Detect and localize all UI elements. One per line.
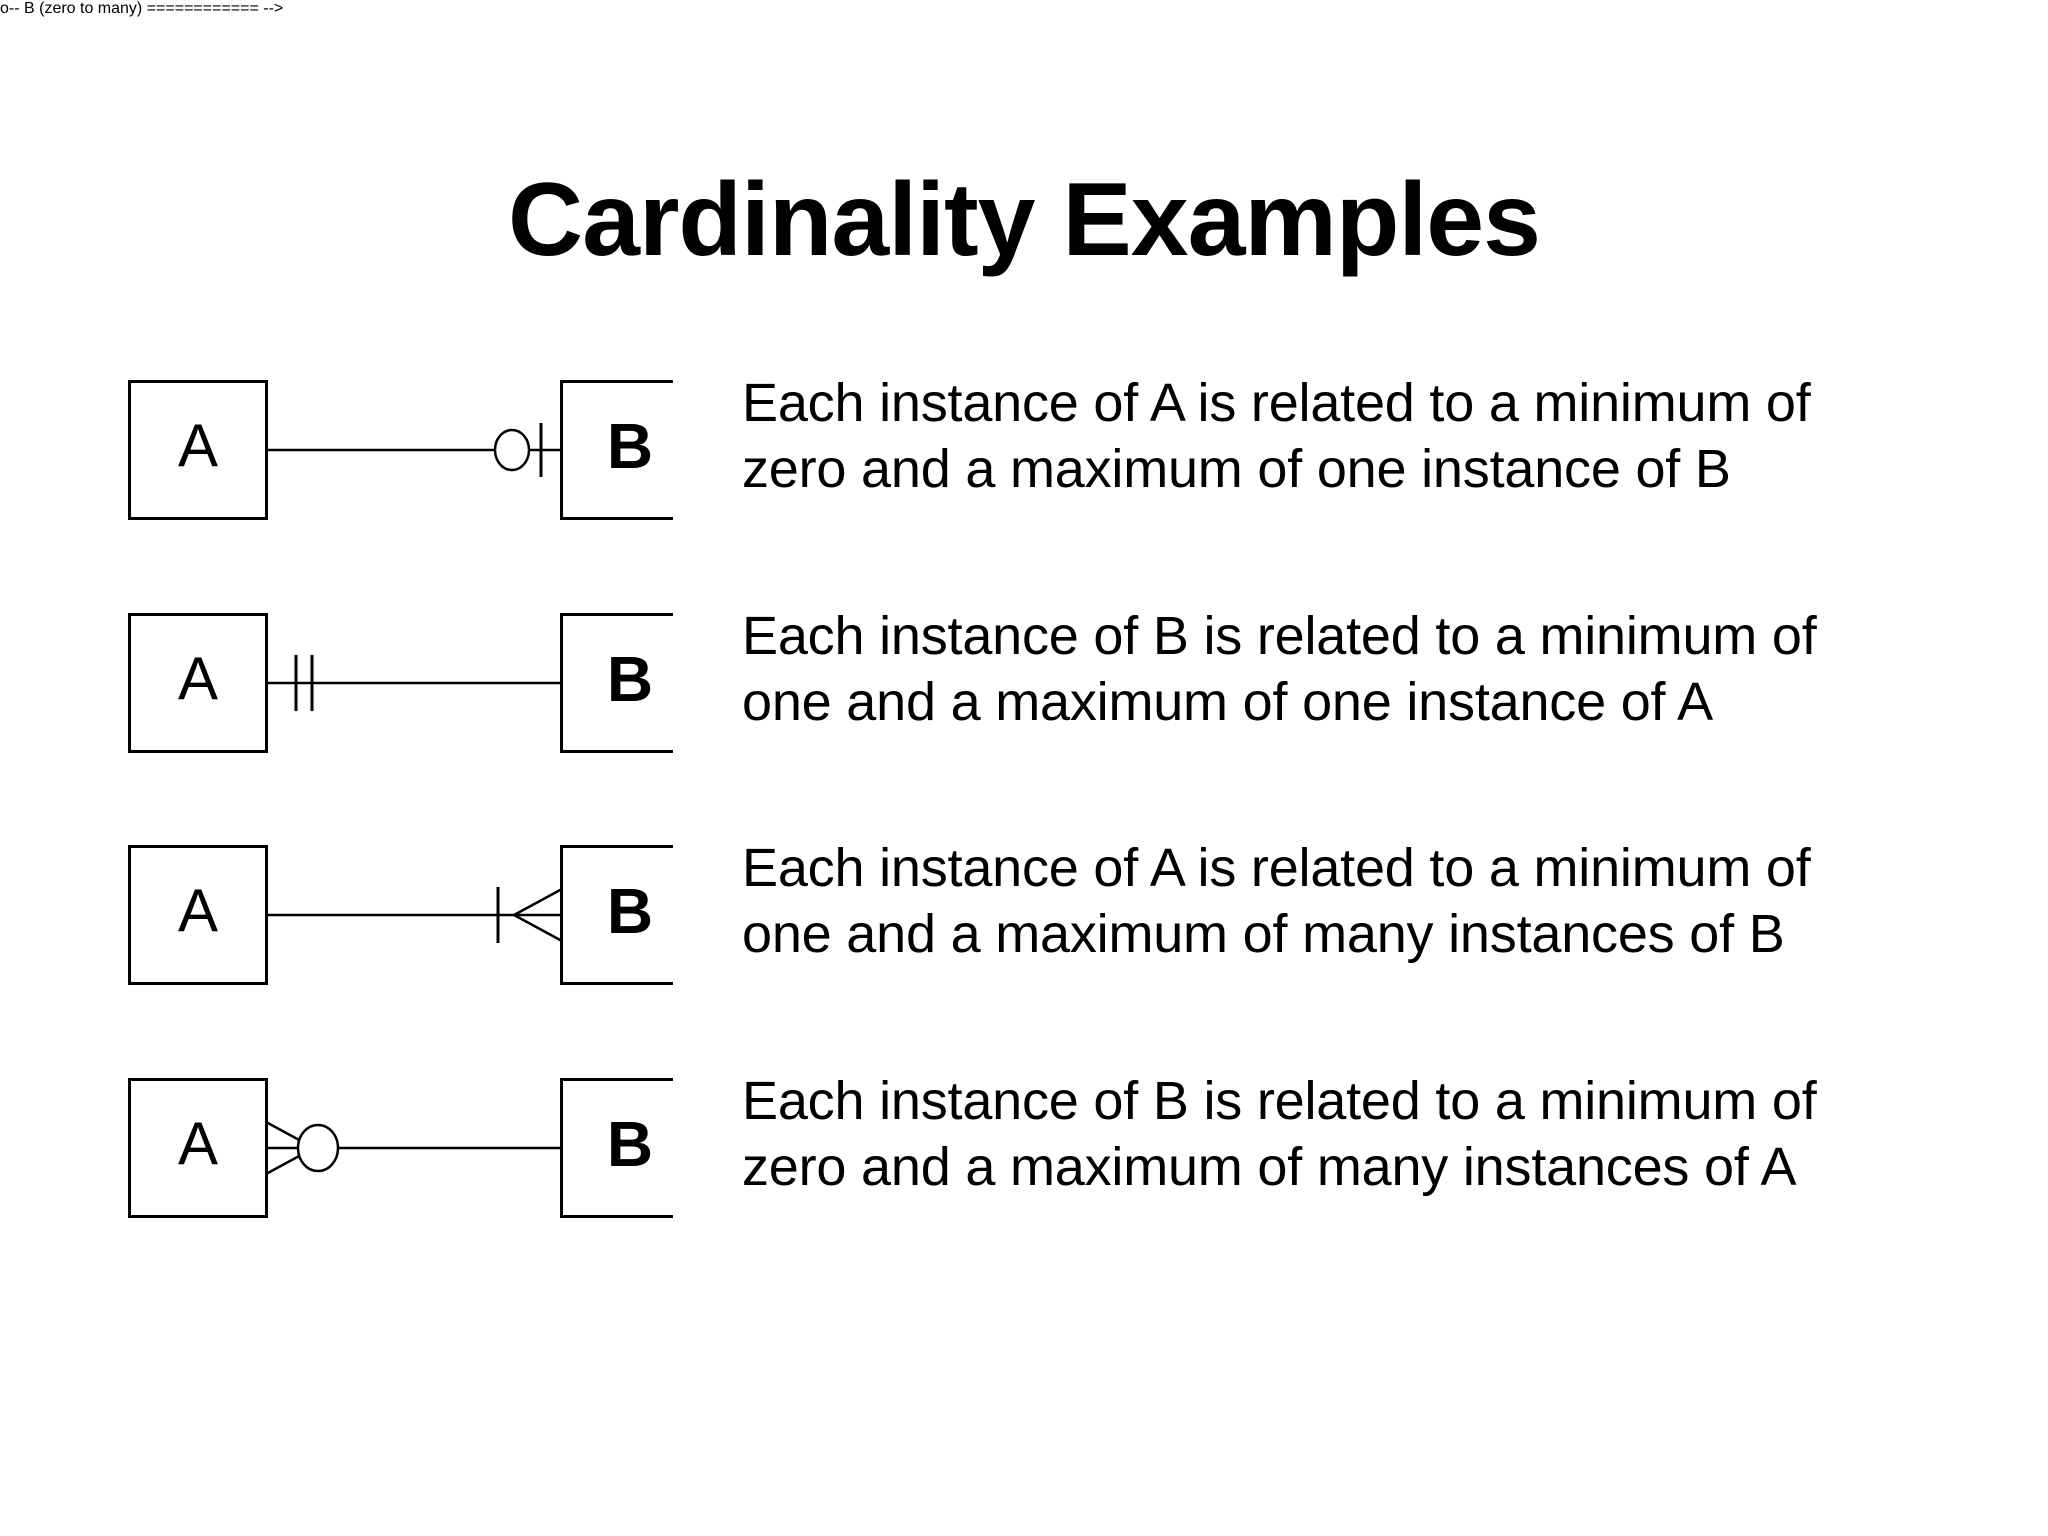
cardinality-description: Each instance of B is related to a minim… bbox=[742, 1068, 2048, 1200]
cardinality-row: A B Each instance of B is related to a m… bbox=[0, 1071, 2048, 1258]
er-diagram-row-2: A B bbox=[128, 613, 673, 753]
cardinality-row: A B Each instance of A is related to a m… bbox=[0, 838, 2048, 1025]
zero-circle-icon bbox=[296, 1123, 340, 1173]
cardinality-description: Each instance of A is related to a minim… bbox=[742, 370, 2048, 502]
crows-foot-many-icon bbox=[513, 887, 563, 917]
entity-label-b: B bbox=[607, 875, 653, 947]
description-line-2: one and a maximum of many instances of B bbox=[742, 904, 1785, 964]
description-line-1: Each instance of A is related to a minim… bbox=[742, 373, 1811, 433]
entity-label-b: B bbox=[607, 1108, 653, 1180]
description-line-1: Each instance of B is related to a minim… bbox=[742, 1071, 1817, 1131]
entity-label-b: B bbox=[607, 643, 653, 715]
cardinality-description: Each instance of A is related to a minim… bbox=[742, 835, 2048, 967]
entity-box-a bbox=[128, 380, 268, 520]
description-line-2: zero and a maximum of one instance of B bbox=[742, 439, 1731, 499]
entity-box-b bbox=[560, 845, 673, 985]
entity-label-a: A bbox=[178, 412, 218, 479]
entity-label-b: B bbox=[607, 410, 653, 482]
entity-label-a: A bbox=[178, 877, 218, 944]
entity-box-b bbox=[560, 1078, 673, 1218]
entity-box-a bbox=[128, 845, 268, 985]
er-diagram-row-1: A B bbox=[128, 380, 673, 520]
page-title: Cardinality Examples bbox=[508, 161, 1541, 278]
er-diagram-row-3: A B bbox=[128, 845, 673, 985]
crows-foot-many-icon bbox=[513, 913, 563, 943]
description-line-1: Each instance of B is related to a minim… bbox=[742, 606, 1817, 666]
entity-box-a bbox=[128, 613, 268, 753]
entity-label-a: A bbox=[178, 1110, 218, 1177]
cardinality-row: A B Each instance of A is related to a m… bbox=[0, 373, 2048, 560]
description-line-2: one and a maximum of one instance of A bbox=[742, 672, 1713, 732]
zero-circle-icon bbox=[493, 428, 531, 472]
description-line-1: Each instance of A is related to a minim… bbox=[742, 838, 1811, 898]
entity-box-b bbox=[560, 380, 673, 520]
entity-label-a: A bbox=[178, 645, 218, 712]
er-diagram-row-4: A B bbox=[128, 1078, 673, 1218]
cardinality-description: Each instance of B is related to a minim… bbox=[742, 603, 2048, 735]
description-line-2: zero and a maximum of many instances of … bbox=[742, 1137, 1797, 1197]
entity-box-b bbox=[560, 613, 673, 753]
cardinality-row: A B Each instance of B is related to a m… bbox=[0, 606, 2048, 793]
